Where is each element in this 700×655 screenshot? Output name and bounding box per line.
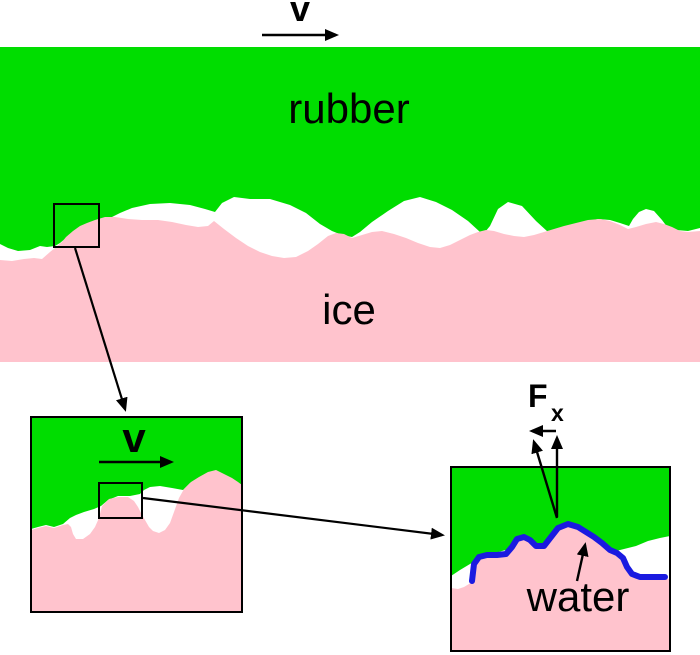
force-label: F (528, 378, 548, 414)
zoom2-rubber-region (451, 467, 670, 576)
velocity-label-top: v (290, 0, 310, 29)
zoom-connector-2-icon (142, 496, 445, 540)
zoom1-frame (30, 416, 243, 613)
zoom-view-2: water F x (450, 378, 671, 652)
force-subscript: x (551, 400, 564, 426)
force-slanted-arrow-icon (531, 439, 559, 519)
water-film (469, 521, 668, 584)
water-pointer-arrow-icon (575, 542, 589, 582)
zoom1-rubber-region (31, 417, 242, 529)
force-annotation: F x (528, 378, 564, 519)
main-view: rubber ice (0, 47, 700, 362)
velocity-annotation-top: v (262, 0, 339, 41)
ice-label: ice (322, 286, 376, 333)
zoom-view-1: v (30, 414, 243, 613)
zoom-region-marker-main (53, 203, 100, 248)
zoom1-ice-region (31, 470, 242, 612)
ice-block (0, 217, 700, 362)
zoom2-frame (450, 466, 671, 652)
rubber-block (0, 47, 700, 251)
rubber-label: rubber (288, 85, 409, 132)
velocity-label-zoom1: v (122, 414, 146, 461)
zoom-region-marker-zoom1 (98, 482, 143, 519)
zoom-connector-1-icon (73, 247, 128, 412)
